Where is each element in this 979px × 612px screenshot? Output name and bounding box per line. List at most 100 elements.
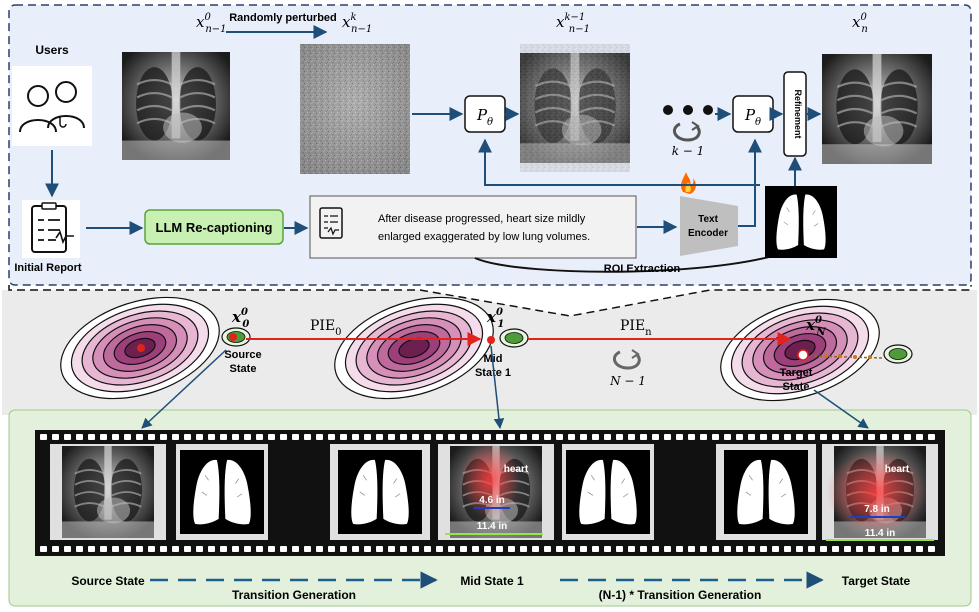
sprocket-hole [568,434,575,440]
sprocket-hole [352,434,359,440]
frame-mid [438,442,554,540]
sprocket-hole [184,434,191,440]
sprocket-hole [832,546,839,552]
target-heart-width: 7.8 in [864,504,890,515]
sprocket-hole [64,546,71,552]
sprocket-hole [124,434,131,440]
source-center-dot [137,344,145,352]
mid-connector [490,345,505,430]
target-chest-width: 11.4 in [865,528,896,539]
ellipsis-1: ••• [292,487,309,504]
frame-source [50,444,166,540]
sprocket-hole [712,434,719,440]
sprocket-hole [196,434,203,440]
sprocket-hole [628,546,635,552]
sprocket-hole [700,434,707,440]
pie0-label: PIE0 [310,318,342,338]
report-icon [22,200,80,258]
sprocket-hole [508,546,515,552]
xray-output [822,52,932,166]
sprocket-hole [220,546,227,552]
llm-recaptioning-box [144,209,284,245]
mid-heart-width: 4.6 in [479,495,505,506]
sprocket-hole [736,434,743,440]
sprocket-hole [904,546,911,552]
sprocket-hole [772,434,779,440]
sprocket-hole [364,546,371,552]
sprocket-hole [484,546,491,552]
sprocket-hole [52,546,59,552]
target-heart-label: heart [885,464,910,475]
sprocket-hole [448,546,455,552]
sprocket-hole [916,434,923,440]
caption-line-2: enlarged exaggerated by low lung volumes… [378,231,590,243]
loop-icon [672,121,701,142]
sprocket-hole [784,434,791,440]
sprocket-hole [808,434,815,440]
n-loop-label: N − 1 [609,374,646,388]
sprocket-hole [568,546,575,552]
sprocket-hole [532,434,539,440]
sprocket-hole [280,546,287,552]
pien-label: PIEn [620,318,652,338]
sprocket-hole [664,434,671,440]
sprocket-hole [736,546,743,552]
sprocket-hole [208,546,215,552]
sprocket-hole [820,434,827,440]
film-sprockets [40,434,935,552]
sprocket-hole [172,546,179,552]
sprocket-hole [88,434,95,440]
sprocket-hole [832,434,839,440]
p-theta-label-2: Pθ [744,106,761,128]
sprocket-hole [364,434,371,440]
target-small-ellipse [797,344,913,364]
xray-prev-k [300,44,410,174]
caption-box [309,195,637,259]
sprocket-hole [892,546,899,552]
sprocket-hole [544,434,551,440]
frame-mask-2 [330,444,430,540]
sprocket-hole [244,546,251,552]
sprocket-hole [928,434,935,440]
sprocket-hole [928,546,935,552]
target-connector [813,389,869,429]
sprocket-hole [316,434,323,440]
sprocket-hole [352,546,359,552]
sprocket-hole [760,546,767,552]
sprocket-hole [856,546,863,552]
text-encoder-line-1: Text [698,214,718,225]
sprocket-hole [460,434,467,440]
sprocket-hole [604,434,611,440]
sprocket-hole [460,546,467,552]
sprocket-hole [40,434,47,440]
sprocket-hole [868,434,875,440]
sprocket-hole [520,434,527,440]
sprocket-hole [220,434,227,440]
sprocket-hole [784,546,791,552]
sprocket-hole [148,546,155,552]
sprocket-hole [868,546,875,552]
source-state-label: Source State [71,574,145,588]
sprocket-hole [112,546,119,552]
sprocket-hole [688,434,695,440]
sprocket-hole [484,434,491,440]
mid-contour [334,296,494,400]
sprocket-hole [652,434,659,440]
sprocket-hole [652,546,659,552]
sprocket-hole [472,546,479,552]
n-loop-icon [612,349,641,370]
sprocket-hole [820,546,827,552]
sprocket-hole [388,546,395,552]
sprocket-hole [520,546,527,552]
sprocket-hole [532,546,539,552]
sprocket-hole [40,546,47,552]
source-contour [60,296,220,400]
sprocket-hole [340,434,347,440]
sprocket-hole [628,434,635,440]
sprocket-hole [76,434,83,440]
sprocket-hole [796,546,803,552]
mask-to-ptheta-arrow [478,138,760,186]
sprocket-hole [232,546,239,552]
